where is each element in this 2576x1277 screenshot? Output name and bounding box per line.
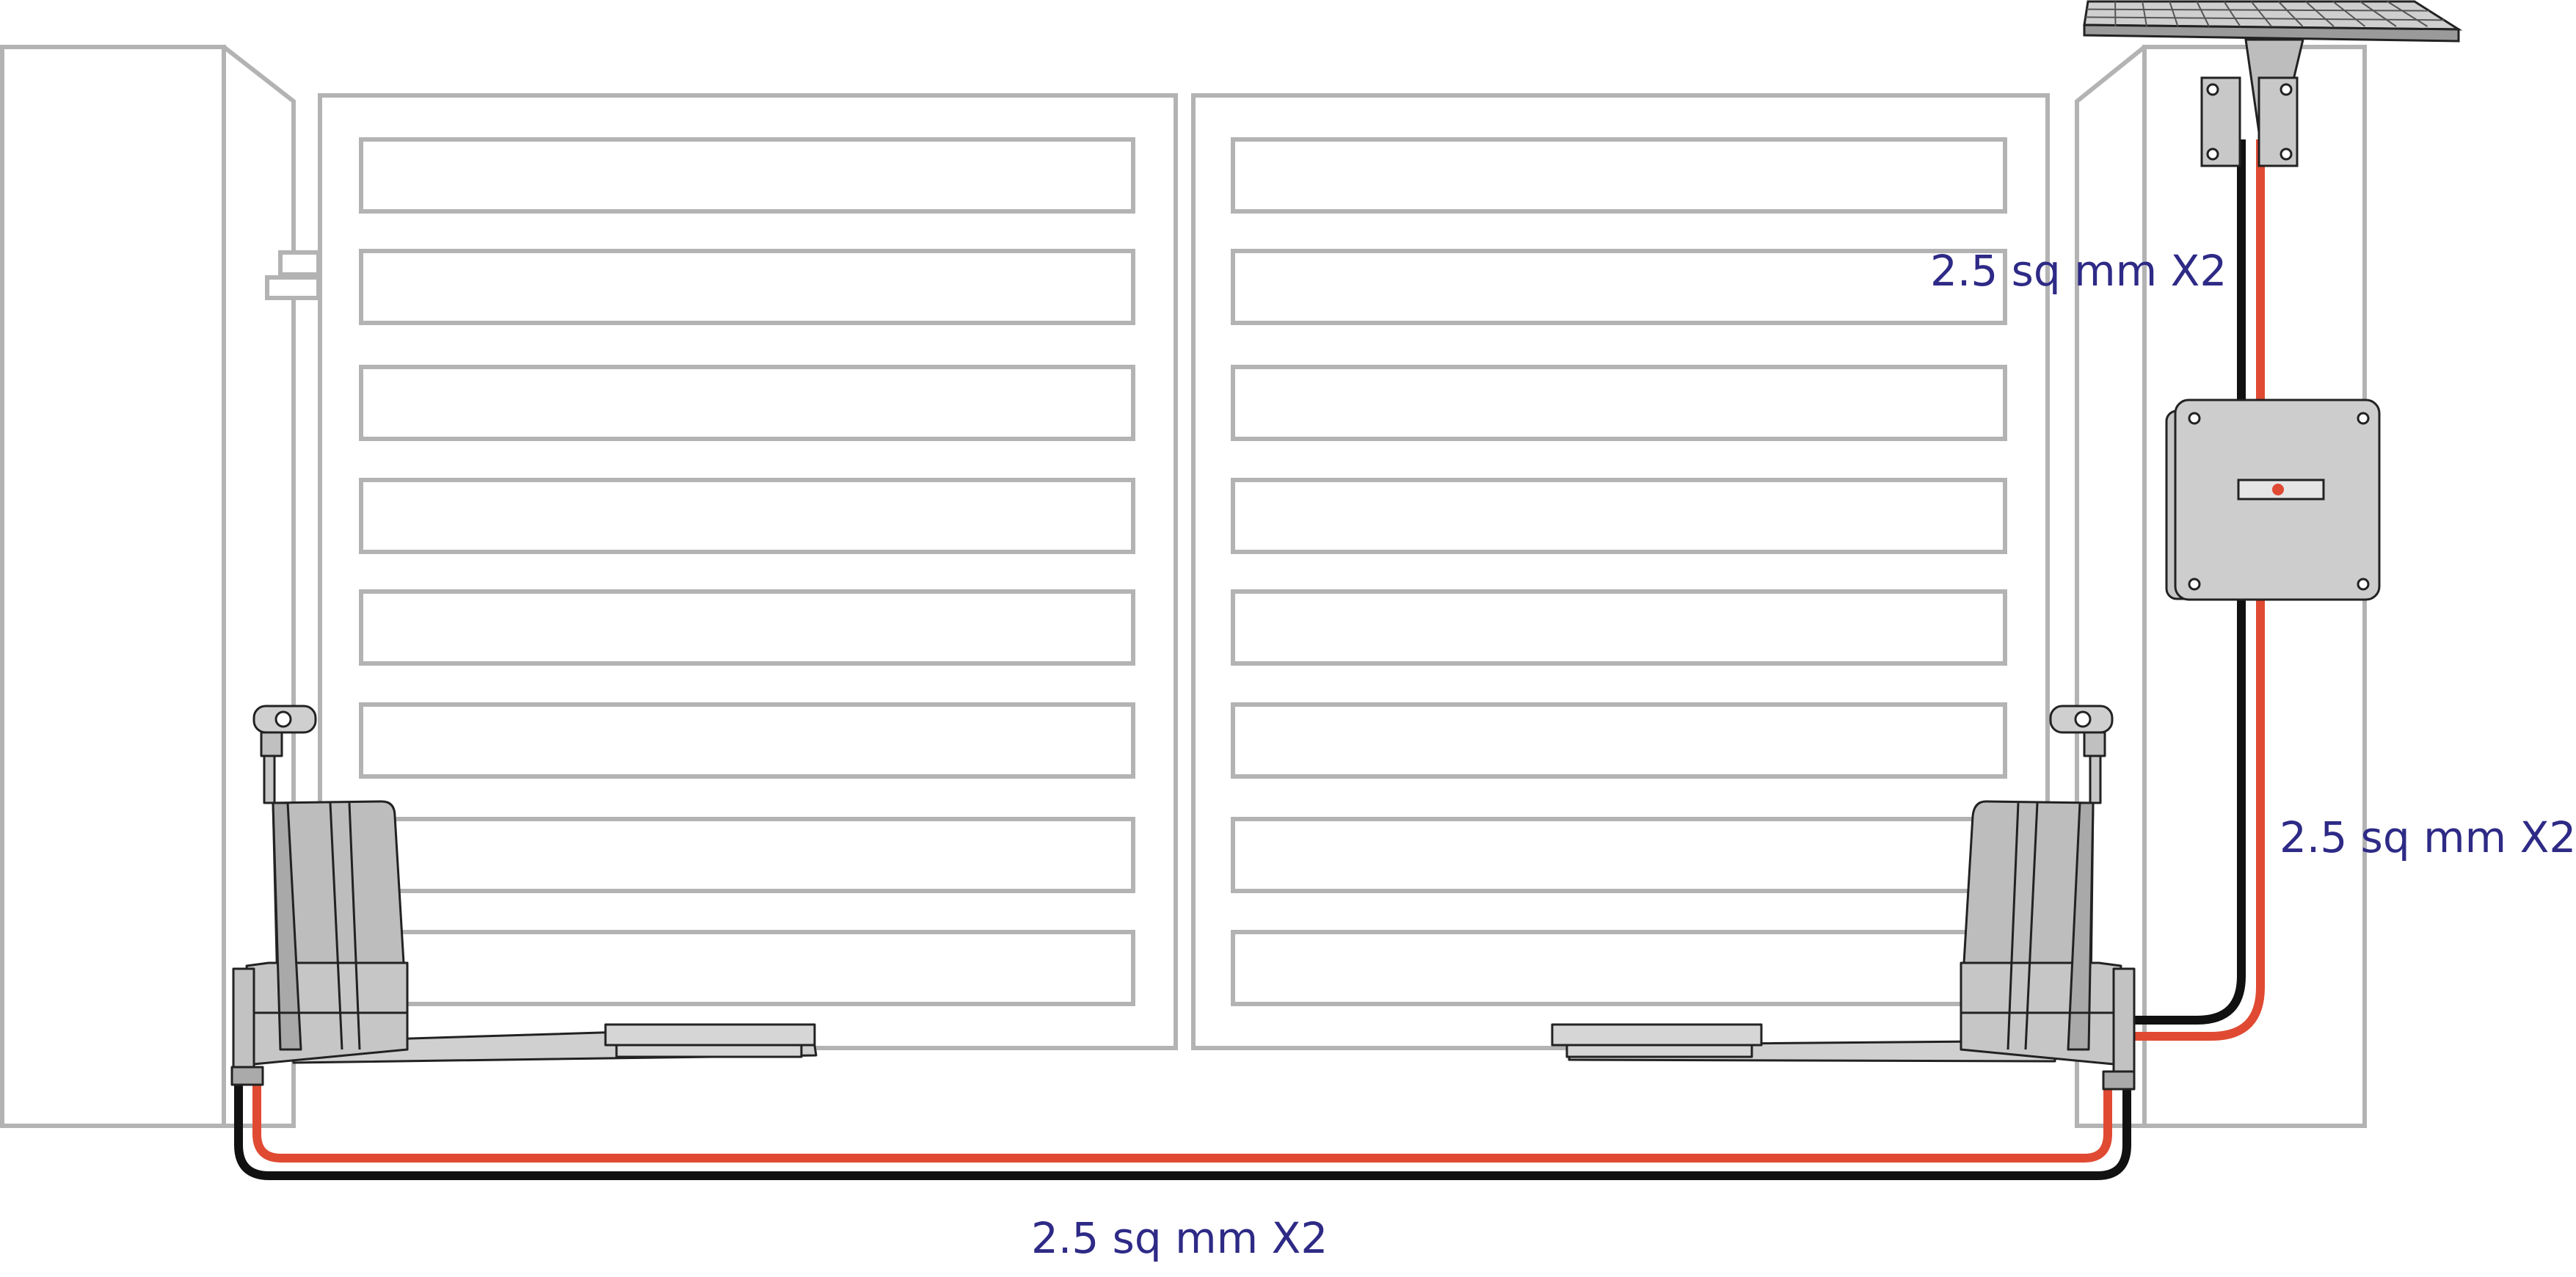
wire-motor-to-motor xyxy=(234,1074,2131,1180)
gate-slat xyxy=(1231,478,2007,554)
gate-slat xyxy=(359,702,1135,779)
gate-slat xyxy=(359,478,1135,554)
wire-box-to-motor xyxy=(2120,596,2265,1041)
right-gate-leaf xyxy=(1191,93,2050,1050)
gate-slat xyxy=(359,817,1135,893)
gate-slat xyxy=(359,249,1135,325)
gate-slat xyxy=(1231,702,2007,779)
gate-slat xyxy=(359,365,1135,441)
wire-label-box-to-motor: 2.5 sq mm X2 xyxy=(2280,812,2576,862)
wire-label-panel-to-box: 2.5 sq mm X2 xyxy=(1930,246,2227,296)
right-gate-motor xyxy=(1551,705,2136,1091)
gate-slat xyxy=(1231,817,2007,893)
gate-slat xyxy=(1231,589,2007,666)
gate-slat xyxy=(1231,249,2007,325)
gate-slat xyxy=(359,930,1135,1006)
control-box xyxy=(2165,399,2381,601)
gate-slat xyxy=(359,589,1135,666)
gate-slat xyxy=(359,137,1135,214)
solar-panel xyxy=(2083,0,2463,167)
gate-slat xyxy=(1231,365,2007,441)
wire-label-motor-to-motor: 2.5 sq mm X2 xyxy=(1031,1213,1328,1263)
gate-slat xyxy=(1231,137,2007,214)
left-gate-leaf xyxy=(318,93,1178,1050)
gate-slat xyxy=(1231,930,2007,1006)
status-led-icon xyxy=(2272,484,2284,495)
left-gate-motor xyxy=(230,705,818,1086)
wire-panel-to-box xyxy=(2237,139,2265,400)
